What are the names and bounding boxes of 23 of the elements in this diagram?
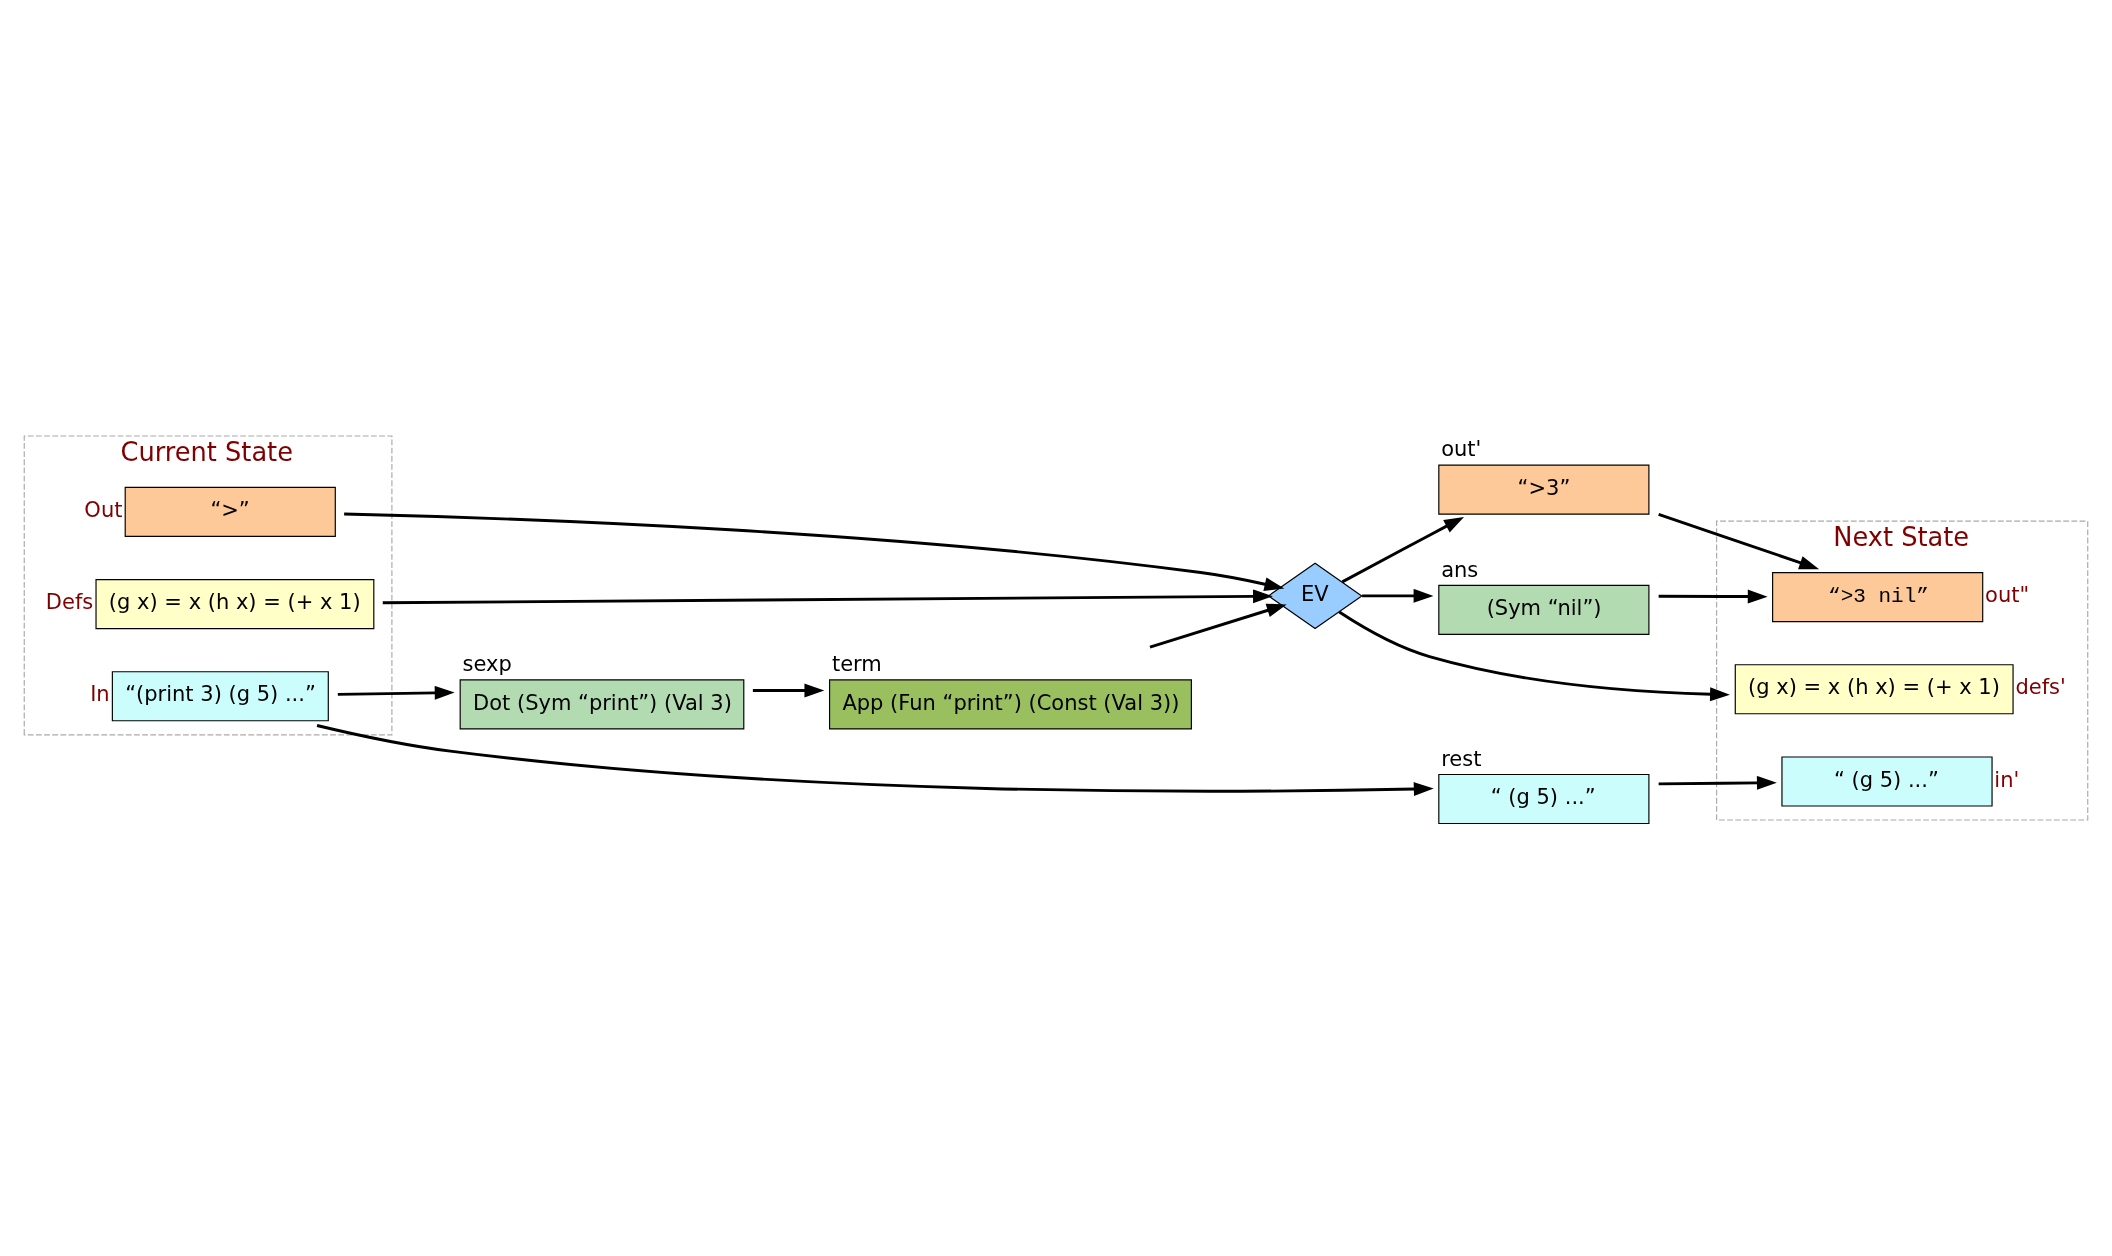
arrow (1362, 588, 1434, 603)
node-label: out" (1985, 583, 2030, 608)
node-label: term (831, 652, 882, 677)
arrow (1341, 516, 1464, 584)
arrow (1338, 610, 1730, 702)
node-label: Defs (45, 590, 94, 615)
node-label: sexp (462, 652, 512, 677)
arrow (1149, 603, 1287, 649)
arrow (337, 685, 455, 700)
arrow (1658, 589, 1768, 604)
node-label: ans (1441, 557, 1479, 582)
arrow (1658, 513, 1820, 570)
node-label: rest (1441, 746, 1482, 771)
node-label: Out (84, 498, 123, 523)
arrow (752, 683, 825, 698)
node-label: out' (1441, 437, 1482, 462)
arrow (344, 512, 1285, 591)
node-label: in' (1994, 767, 2020, 792)
node-label: defs' (2015, 675, 2066, 700)
arrow (1658, 775, 1777, 790)
node-label: In (90, 682, 110, 707)
arrow (316, 724, 1434, 796)
arrow (382, 589, 1273, 605)
